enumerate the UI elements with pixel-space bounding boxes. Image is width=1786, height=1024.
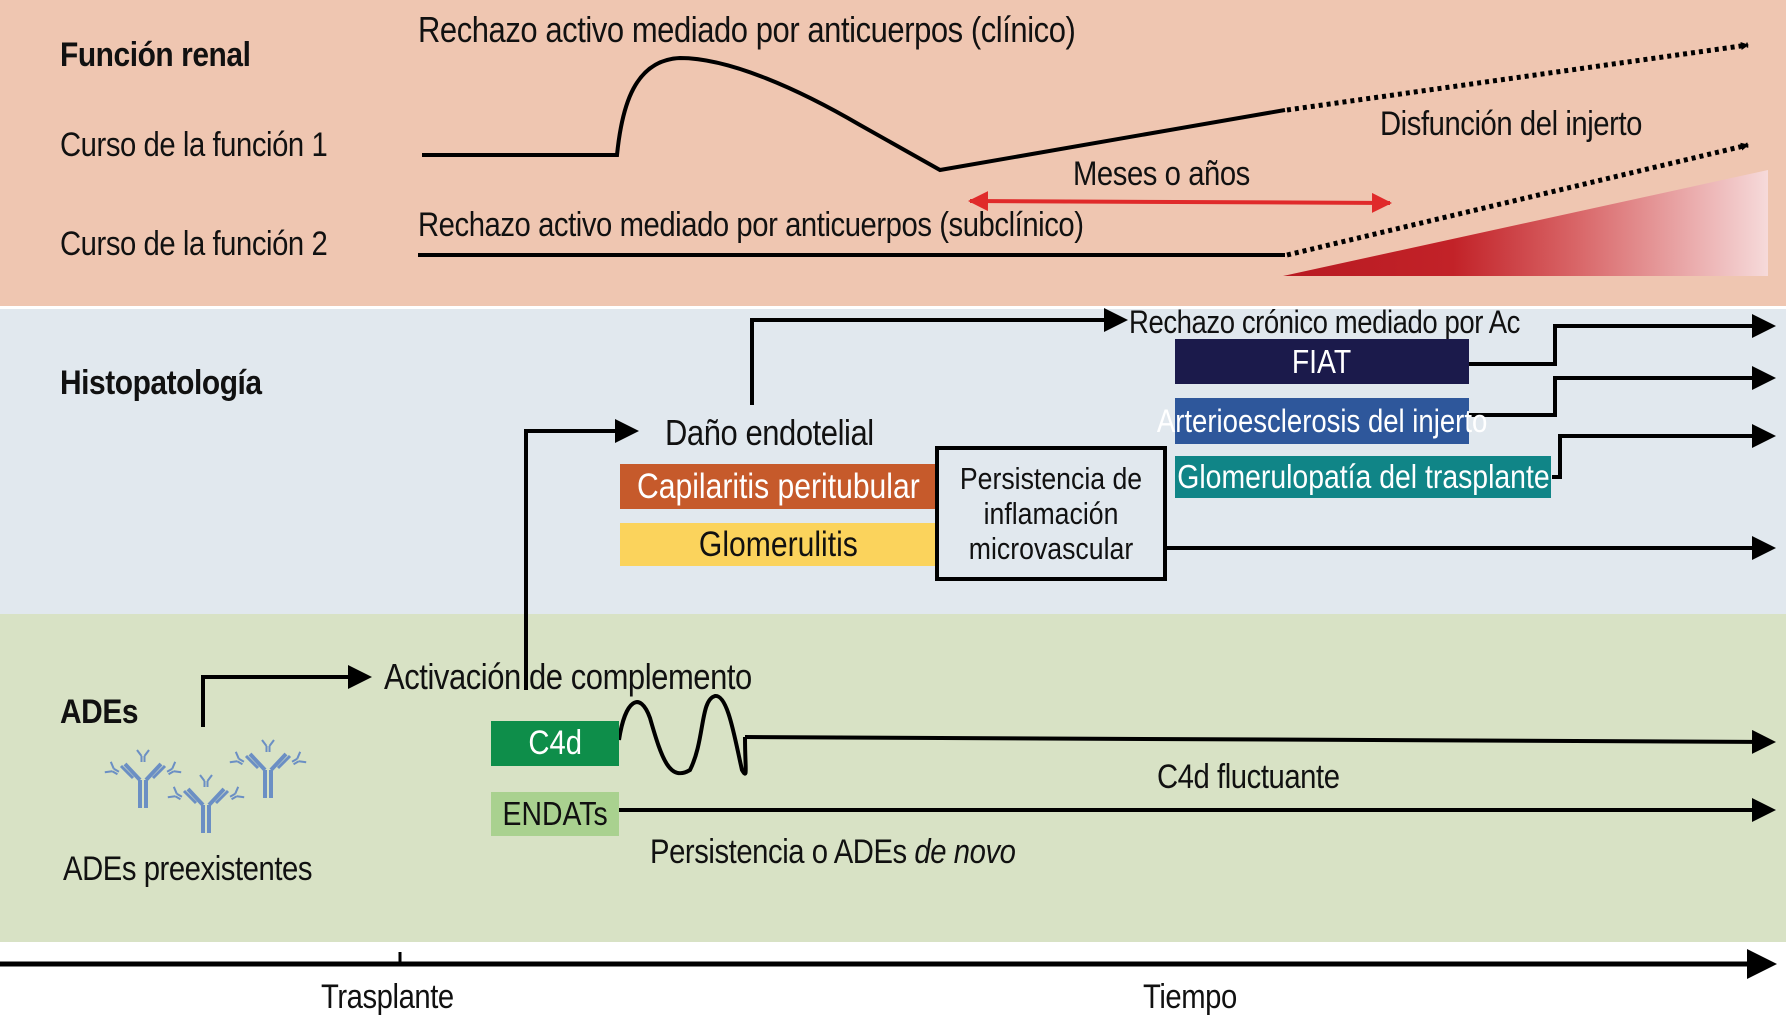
glomerulopatia-outcome-arrow — [1552, 424, 1776, 479]
antibody-icon — [229, 739, 307, 798]
arterioesclerosis-box: Arterioesclerosis del injerto — [1157, 398, 1487, 444]
chronic-rejection-label: Rechazo crónico mediado por Ac — [1129, 304, 1520, 340]
ades-band — [0, 614, 1786, 942]
histopathology-title: Histopatología — [60, 364, 262, 402]
months-years-arrow — [968, 191, 1392, 213]
function-course-1-projection — [1286, 42, 1749, 113]
graft-dysfunction-wedge — [1283, 170, 1768, 276]
clinical-rejection-label: Rechazo activo mediado por anticuerpos (… — [418, 9, 1076, 50]
preexisting-ades-label: ADEs preexistentes — [63, 850, 313, 888]
complement-to-endothelial-connector — [524, 419, 639, 690]
time-label: Tiempo — [1143, 978, 1237, 1016]
c4d-fluctuation-wave — [617, 694, 748, 776]
function-course-1-line — [422, 55, 1286, 173]
denovo-italic: de novo — [914, 833, 1016, 871]
persistence-prefix: Persistencia o ADEs — [650, 833, 915, 871]
months-years-label: Meses o años — [1073, 155, 1250, 193]
glomerulitis-box: Glomerulitis — [620, 523, 936, 566]
function-course-2-label: Curso de la función 2 — [60, 225, 328, 263]
arterio-outcome-arrow — [1469, 366, 1776, 417]
subclinical-rejection-label: Rechazo activo mediado por anticuerpos (… — [418, 206, 1084, 244]
renal-function-title: Función renal — [60, 36, 251, 74]
c4d-fluctuating-arrow — [744, 729, 1776, 754]
antibody-icon — [167, 774, 245, 833]
endothelial-to-chronic-connector — [750, 308, 1128, 405]
complement-activation-label: Activación de complemento — [384, 656, 752, 697]
persistence-denovo-label: Persistencia o ADEs de novo — [650, 833, 1016, 871]
c4d-box: C4d — [491, 721, 619, 766]
graft-dysfunction-label: Disfunción del injerto — [1380, 105, 1642, 143]
fiat-outcome-arrow — [1469, 314, 1776, 366]
function-course-1-label: Curso de la función 1 — [60, 126, 328, 164]
endothelial-damage-label: Daño endotelial — [665, 412, 874, 453]
endats-box: ENDATs — [491, 792, 619, 836]
capilaritis-peritubular-box: Capilaritis peritubular — [620, 464, 936, 509]
transplant-label: Trasplante — [321, 978, 454, 1016]
fiat-box: FIAT — [1175, 339, 1469, 384]
ades-title: ADEs — [60, 693, 139, 731]
ades-to-complement-connector — [201, 665, 372, 727]
persistencia-inflamacion-box: Persistencia de inflamación microvascula… — [935, 446, 1167, 581]
function-course-2-projection — [1286, 142, 1749, 258]
antibody-icon — [104, 749, 182, 808]
c4d-fluctuating-label: C4d fluctuante — [1157, 758, 1340, 796]
glomerulopatia-box: Glomerulopatía del trasplante — [1175, 456, 1551, 498]
